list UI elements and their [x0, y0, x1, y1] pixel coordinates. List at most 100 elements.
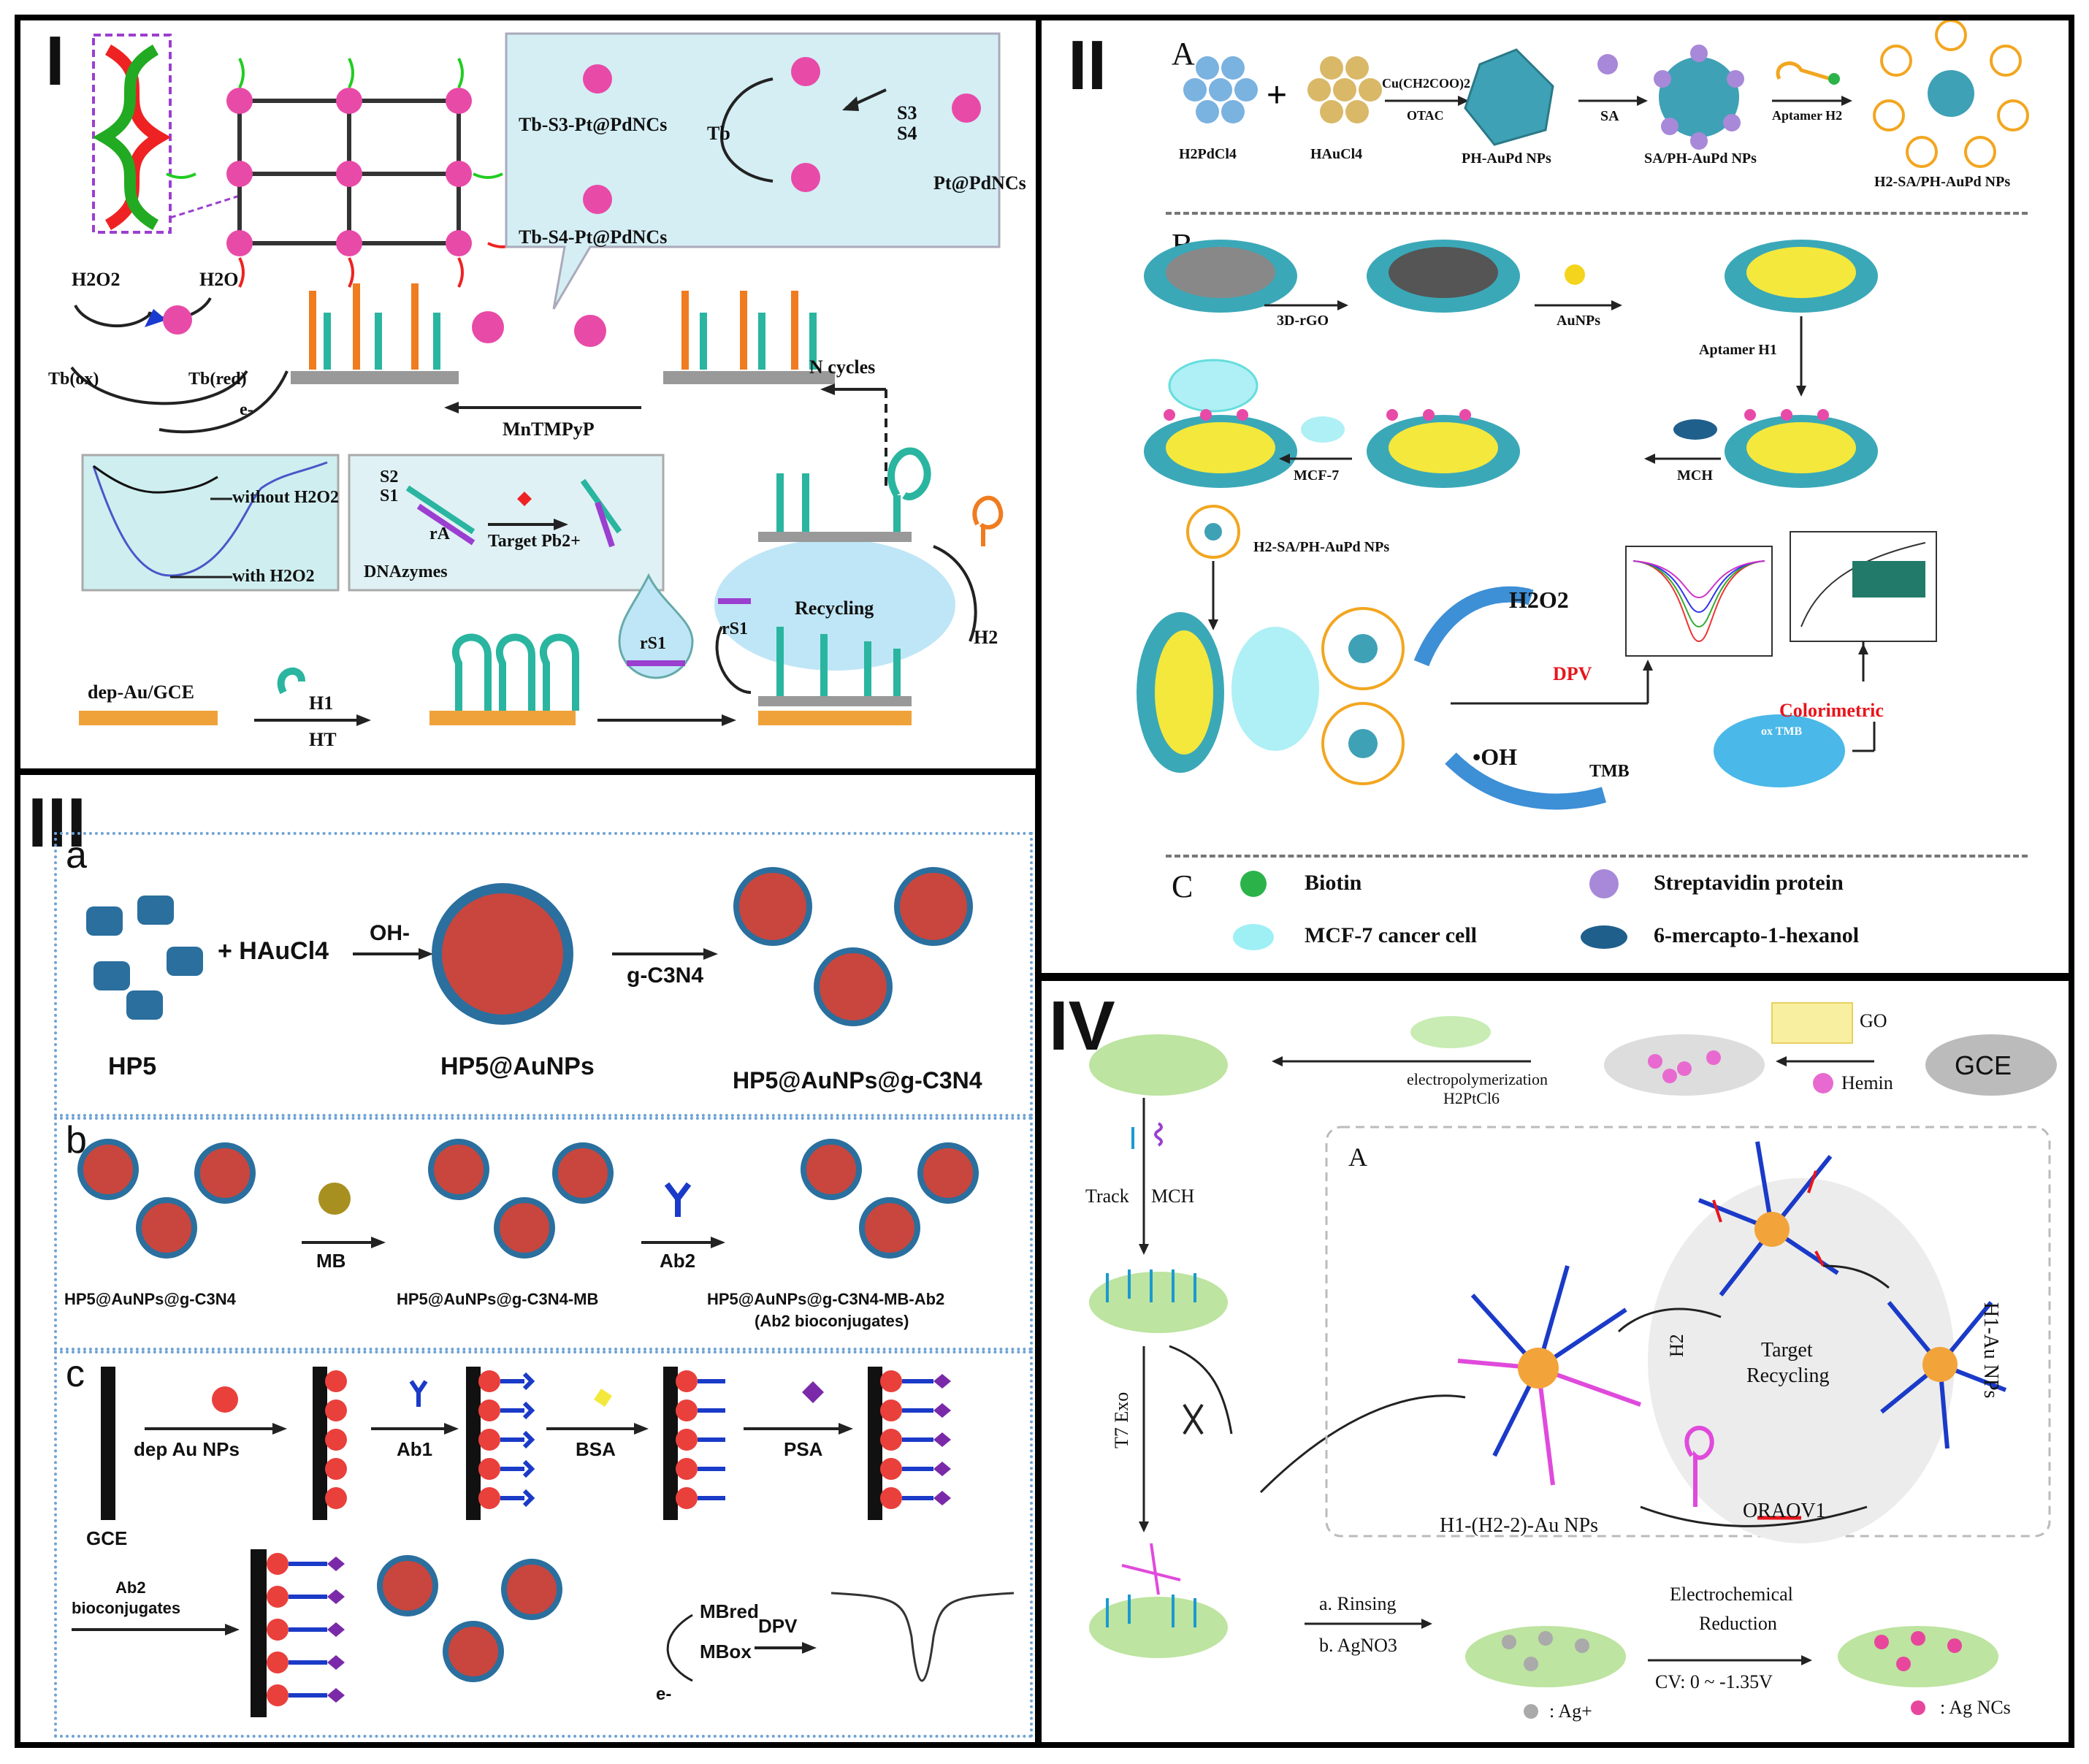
- h1-au-nps-label: H1-Au NPs: [1979, 1302, 2002, 1399]
- ab2-bioconjugates-paren-label: (Ab2 bioconjugates): [755, 1312, 909, 1330]
- mcf7-label: MCF-7: [1294, 467, 1340, 484]
- hp5-mb-ab2-label: HP5@AuNPs@g-C3N4-MB-Ab2: [707, 1290, 945, 1308]
- ht-label: HT: [309, 729, 337, 750]
- ab2-bioconjugates-label-1: Ab2: [115, 1578, 146, 1597]
- h2o2-label: H2O2: [72, 269, 121, 290]
- electropolymerization-label: electropolymerization: [1407, 1070, 1548, 1088]
- cv-label: CV: 0 ~ -1.35V: [1655, 1671, 1773, 1692]
- box-a: [54, 832, 1033, 1117]
- mb-ox-label: MBox: [700, 1641, 752, 1662]
- with-h2o2-label: with H2O2: [232, 567, 315, 586]
- h2o-label: H2O: [199, 269, 239, 290]
- cu-acetate-label: Cu(CH2COO)2: [1382, 76, 1470, 91]
- without-h2o2-label: without H2O2: [232, 488, 340, 507]
- electron-label: e-: [656, 1684, 672, 1704]
- ab2-label: Ab2: [660, 1250, 696, 1272]
- h2ptcl6-label: H2PtCl6: [1443, 1089, 1500, 1107]
- dep-au-nps-label: dep Au NPs: [134, 1438, 240, 1460]
- h1-label: H1: [309, 692, 334, 714]
- tb-label: Tb: [707, 123, 730, 144]
- ab1-label: Ab1: [397, 1438, 433, 1460]
- hemin-label: Hemin: [1841, 1072, 1893, 1093]
- section-a-label: A: [1172, 36, 1195, 72]
- rgo-label: 3D-rGO: [1277, 313, 1329, 329]
- ab2-bioconjugates-label-2: bioconjugates: [72, 1599, 181, 1617]
- section-a-label: a: [66, 834, 87, 877]
- track-label: Track: [1085, 1185, 1129, 1207]
- panel-2-label: II: [1068, 26, 1107, 104]
- aunps-label: AuNPs: [1557, 313, 1601, 329]
- t7-exo-label: T7 Exo: [1111, 1391, 1132, 1448]
- mb-red-label: MBred: [700, 1600, 759, 1622]
- mch-label: MCH: [1677, 467, 1713, 484]
- s3-label: S3: [897, 102, 917, 123]
- tb-s3-label: Tb-S3-Pt@PdNCs: [519, 114, 668, 135]
- electrochemical-reduction-label-2: Reduction: [1699, 1613, 1777, 1634]
- dnazymes-label: DNAzymes: [364, 562, 448, 581]
- divider-ab: [1166, 212, 2028, 215]
- dep-au-gce-label: dep-Au/GCE: [88, 681, 194, 703]
- h2pdcl4-label: H2PdCl4: [1179, 146, 1237, 162]
- haucl4-label: + HAuCl4: [218, 937, 329, 965]
- section-a-label: A: [1348, 1142, 1367, 1172]
- haucl4-label: HAuCl4: [1310, 146, 1363, 162]
- hp5-aunps-gc3n4-b-label: HP5@AuNPs@g-C3N4: [64, 1290, 236, 1308]
- panel-2: II A B C +: [1036, 15, 2074, 979]
- recycling-label: Recycling: [795, 597, 874, 619]
- panel-4-graphic: [1089, 1002, 2057, 1719]
- legend-mcf7: MCF-7 cancer cell: [1305, 923, 1478, 947]
- sa-ph-aupd-label: SA/PH-AuPd NPs: [1644, 150, 1757, 167]
- hp5-label: HP5: [108, 1053, 157, 1080]
- gce-label: GCE: [1955, 1050, 2012, 1080]
- h2-label: H2: [974, 627, 998, 648]
- ra-label: rA: [429, 524, 450, 543]
- mch-label: MCH: [1151, 1185, 1195, 1207]
- s1-label: S1: [380, 486, 399, 505]
- oraov1-label: ORAOV1: [1743, 1500, 1826, 1522]
- n-cycles-label: N cycles: [809, 356, 876, 378]
- tb-s4-label: Tb-S4-Pt@PdNCs: [519, 226, 668, 248]
- tb-red-label: Tb(red): [188, 370, 247, 389]
- hp5-mb-label: HP5@AuNPs@g-C3N4-MB: [397, 1290, 599, 1308]
- psa-label: PSA: [784, 1438, 823, 1460]
- legend-streptavidin: Streptavidin protein: [1654, 871, 1844, 895]
- s4-label: S4: [897, 123, 917, 144]
- panel-3-graphic: [72, 867, 1015, 1717]
- s2-label: S2: [380, 467, 399, 486]
- gce-label: GCE: [86, 1527, 128, 1549]
- tb-ox-label: Tb(ox): [48, 370, 99, 389]
- rinsing-label: a. Rinsing: [1319, 1593, 1397, 1614]
- section-c-label: C: [1172, 868, 1194, 904]
- target-recycling-label-2: Recycling: [1746, 1364, 1830, 1387]
- bsa-label: BSA: [576, 1438, 616, 1460]
- panel-4: IV: [1036, 975, 2074, 1748]
- divider-bc: [1166, 855, 2028, 858]
- ph-aupd-label: PH-AuPd NPs: [1462, 150, 1551, 167]
- h1-h2-2-au-nps-label: H1-(H2-2)-Au NPs: [1440, 1514, 1598, 1537]
- rs1-left-label: rS1: [722, 619, 748, 638]
- panel-3: III a b c: [15, 769, 1041, 1748]
- h2o2-label: H2O2: [1509, 587, 1569, 613]
- ag-ncs-label: : Ag NCs: [1940, 1697, 2011, 1718]
- oh-label: OH-: [370, 921, 410, 945]
- hp5-aunps-label: HP5@AuNPs: [440, 1053, 595, 1080]
- oh-label: •OH: [1473, 744, 1517, 770]
- rs1-drop-label: rS1: [640, 634, 666, 653]
- ox-tmb-label: ox TMB: [1761, 725, 1803, 738]
- panel-1-label: I: [45, 22, 65, 100]
- target-pb-label: Target Pb2+: [488, 532, 581, 551]
- box-b: [54, 1117, 1033, 1351]
- h2-label: H2: [1666, 1334, 1687, 1357]
- ag-plus-label: : Ag+: [1549, 1700, 1592, 1722]
- agno3-label: b. AgNO3: [1319, 1635, 1397, 1656]
- target-recycling-label-1: Target: [1761, 1339, 1813, 1362]
- otac-label: OTAC: [1407, 108, 1444, 123]
- legend-biotin: Biotin: [1305, 871, 1362, 895]
- colorimetric-label: Colorimetric: [1779, 700, 1884, 721]
- electron-label: e-: [240, 400, 253, 419]
- panel-3-label: III: [28, 784, 87, 862]
- panel-1-graphic: [70, 32, 1004, 726]
- h2-sa-ph-aupd-label: H2-SA/PH-AuPd NPs: [1874, 174, 2011, 190]
- panel-1: I: [15, 15, 1048, 774]
- panel-2-graphic: +: [1137, 20, 2029, 950]
